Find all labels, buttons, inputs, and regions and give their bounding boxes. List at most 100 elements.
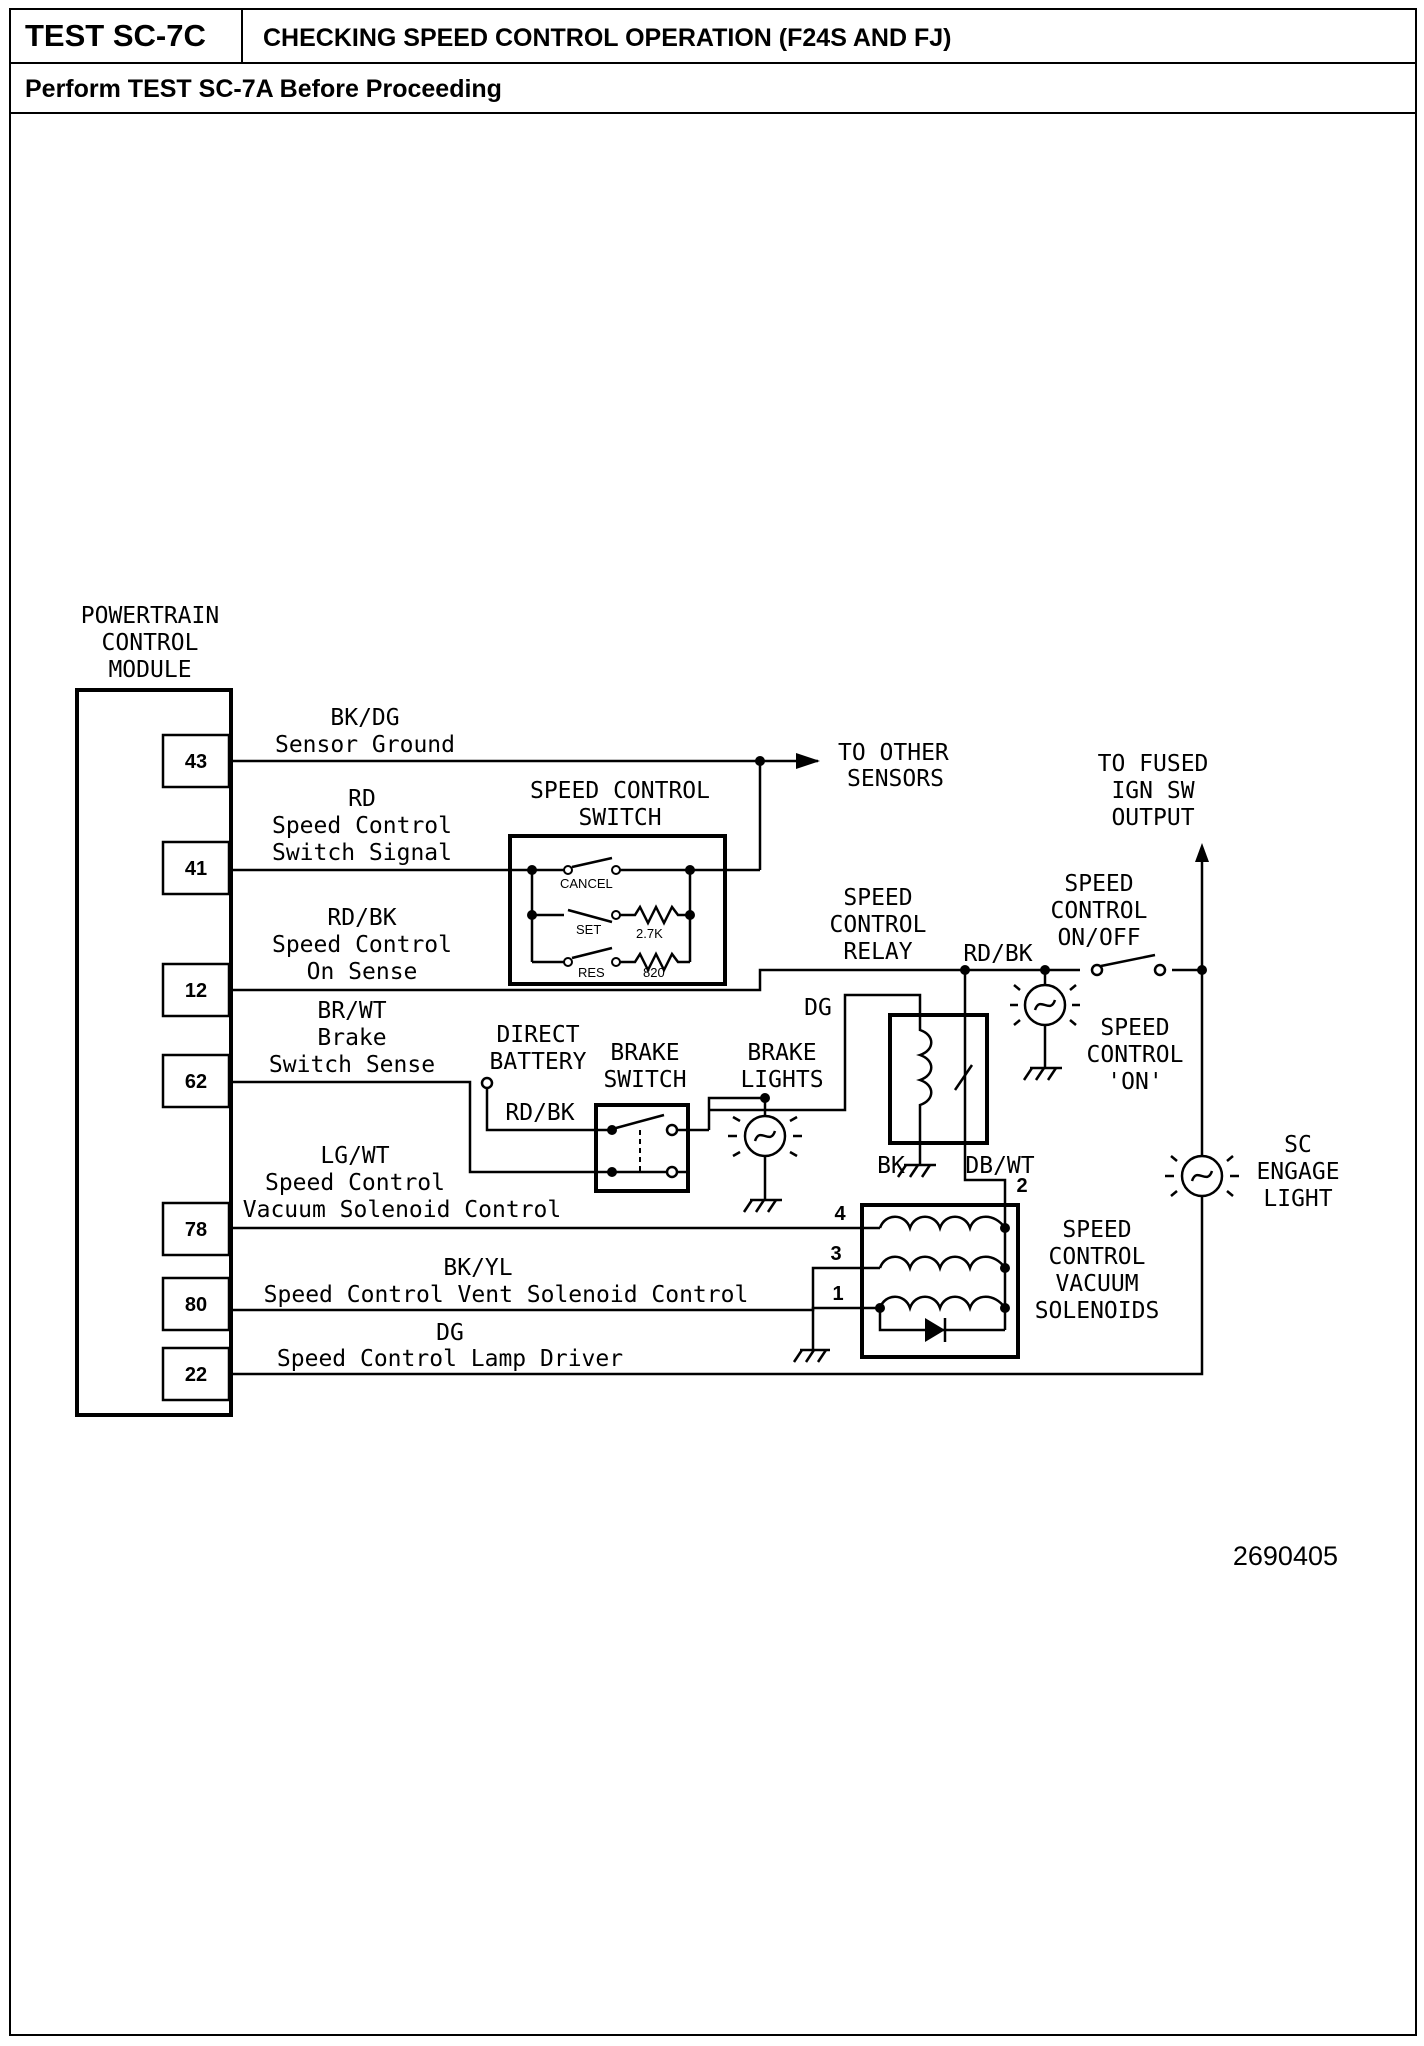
relay-label-line2: CONTROL: [830, 912, 927, 938]
sol-pin2-label: 2: [1016, 1175, 1027, 1197]
wire-80: BK/YL Speed Control Vent Solenoid Contro…: [231, 1243, 880, 1312]
resistor-icon: [620, 904, 690, 926]
pin-22: 22: [185, 1364, 207, 1386]
relay-label-line3: RELAY: [843, 939, 912, 965]
relay-box: [888, 1013, 989, 1145]
wire-78-desc2: Vacuum Solenoid Control: [243, 1197, 562, 1223]
solenoid-coil-icon: [878, 1295, 1007, 1312]
brake-switch-line2: SWITCH: [603, 1067, 686, 1093]
pin-box-41: [161, 840, 231, 896]
sc-engage-line3: LIGHT: [1263, 1186, 1332, 1212]
solenoid-coil-icon: [878, 1215, 1007, 1232]
res-label: RES: [578, 965, 605, 980]
pin-41: 41: [185, 858, 207, 880]
wire-43: BK/DG Sensor Ground TO OTHER SENSORS: [231, 705, 949, 870]
wire-62-desc2: Switch Sense: [269, 1052, 435, 1078]
wire-78-color: LG/WT: [320, 1143, 389, 1169]
solenoids-label-line4: SOLENOIDS: [1035, 1298, 1160, 1324]
r1-label: 2.7K: [636, 926, 663, 941]
pin-box-80: [161, 1276, 231, 1332]
pin-box-22: [161, 1346, 231, 1402]
prerequisite-text: Perform TEST SC-7A Before Proceeding: [25, 75, 502, 103]
lamp-icon: [1180, 1154, 1224, 1198]
pin-12: 12: [185, 980, 207, 1002]
sol-pin4-label: 4: [834, 1203, 846, 1225]
wire-12-color: RD/BK: [327, 905, 396, 931]
pin-80: 80: [185, 1294, 207, 1316]
arrow-icon: [796, 753, 820, 769]
wire-43-color: BK/DG: [330, 705, 399, 731]
on-label-line2: CONTROL: [1087, 1042, 1184, 1068]
wire-41: RD Speed Control Switch Signal: [231, 786, 760, 872]
scs-box: [508, 834, 727, 986]
onoff-switch-icon: [1100, 953, 1156, 968]
pin-box-62: [161, 1053, 231, 1109]
relay-label-line1: SPEED: [843, 885, 912, 911]
wire-12-desc2: On Sense: [307, 959, 418, 985]
header-row: TEST SC-7C CHECKING SPEED CONTROL OPERAT…: [11, 10, 1415, 64]
direct-battery-line1: DIRECT: [496, 1022, 579, 1048]
pin-box-12: [161, 962, 231, 1018]
vacuum-solenoids: 1 SPEED CONTROL VACUUM SOLENOIDS: [792, 1203, 1160, 1363]
onoff-label-line1: SPEED: [1064, 871, 1133, 897]
to-other-line2: SENSORS: [847, 766, 944, 792]
set-label: SET: [576, 922, 601, 937]
pcm-pins: 43 41 12 62 78 80 22: [161, 733, 231, 1402]
sc-engage-line1: SC: [1284, 1132, 1312, 1158]
speed-control-relay: SPEED CONTROL RELAY RD/BK BK DB/WT 2 DG: [709, 885, 1035, 1225]
to-other-line1: TO OTHER: [838, 740, 949, 766]
to-fused-line2: IGN SW: [1111, 778, 1194, 804]
wire-62-color: BR/WT: [317, 998, 386, 1024]
test-sheet: TEST SC-7C CHECKING SPEED CONTROL OPERAT…: [9, 8, 1417, 2036]
sol-pin3-label: 3: [830, 1243, 841, 1265]
wire-12-desc1: Speed Control: [272, 932, 452, 958]
pin-box-78: [161, 1201, 231, 1257]
brake-lights-line2: LIGHTS: [740, 1067, 823, 1093]
pin-43: 43: [185, 751, 207, 773]
pin-78: 78: [185, 1219, 207, 1241]
bk-ground-label: BK: [877, 1153, 905, 1179]
diode-icon: [925, 1318, 945, 1342]
wire-80-color: BK/YL: [443, 1255, 512, 1281]
resistor-icon: [620, 951, 690, 973]
to-fused-line1: TO FUSED: [1098, 751, 1209, 777]
speed-control-switch: SPEED CONTROL SWITCH CANCEL SET 2.7K RES…: [508, 778, 727, 986]
brake-lights-line1: BRAKE: [747, 1040, 816, 1066]
prerequisite-row: Perform TEST SC-7A Before Proceeding: [11, 64, 1415, 114]
wire-41-color: RD: [348, 786, 376, 812]
sol-pin1-label: 1: [832, 1283, 843, 1305]
wire-78: LG/WT Speed Control Vacuum Solenoid Cont…: [231, 1143, 880, 1230]
wire-78-desc1: Speed Control: [265, 1170, 445, 1196]
wire-22-desc: Speed Control Lamp Driver: [277, 1346, 623, 1372]
sc-engage-line2: ENGAGE: [1256, 1159, 1339, 1185]
to-fused-line3: OUTPUT: [1111, 805, 1194, 831]
figure-number: 2690405: [1233, 1541, 1338, 1571]
solenoids-label-line2: CONTROL: [1049, 1244, 1146, 1270]
r2-label: 820: [643, 965, 665, 980]
on-label-line3: 'ON': [1107, 1069, 1162, 1095]
wire-62: BR/WT Brake Switch Sense DIRECT BATTERY …: [231, 998, 711, 1193]
wire-41-desc1: Speed Control: [272, 813, 452, 839]
ign-feed: TO FUSED IGN SW OUTPUT SPEED CONTROL ON/…: [1010, 751, 1209, 1095]
relay-coil-icon: [916, 1015, 933, 1143]
direct-battery-line2: BATTERY: [490, 1049, 587, 1075]
onoff-label-line2: CONTROL: [1051, 898, 1148, 924]
test-id: TEST SC-7C: [11, 10, 243, 62]
dbwt-label: DB/WT: [965, 1153, 1034, 1179]
test-title: CHECKING SPEED CONTROL OPERATION (F24S A…: [263, 24, 952, 52]
pin-box-43: [161, 733, 231, 789]
wire-80-desc: Speed Control Vent Solenoid Control: [264, 1282, 749, 1308]
solenoids-label-line1: SPEED: [1062, 1217, 1131, 1243]
pcm-label-line2: CONTROL: [102, 630, 199, 656]
pcm-label-line3: MODULE: [108, 657, 191, 683]
wire-12: RD/BK Speed Control On Sense: [231, 905, 1207, 992]
up-arrow-icon: [1195, 843, 1209, 862]
rdbk-switch-label: RD/BK: [505, 1100, 574, 1126]
solenoid-box: [860, 1203, 1020, 1359]
brake-switch-box: [594, 1103, 690, 1193]
pcm-box: [75, 688, 233, 1417]
pin-62: 62: [185, 1071, 207, 1093]
brake-lights: BRAKE LIGHTS: [707, 1040, 824, 1213]
pcm-module: POWERTRAIN CONTROL MODULE: [75, 603, 233, 1417]
